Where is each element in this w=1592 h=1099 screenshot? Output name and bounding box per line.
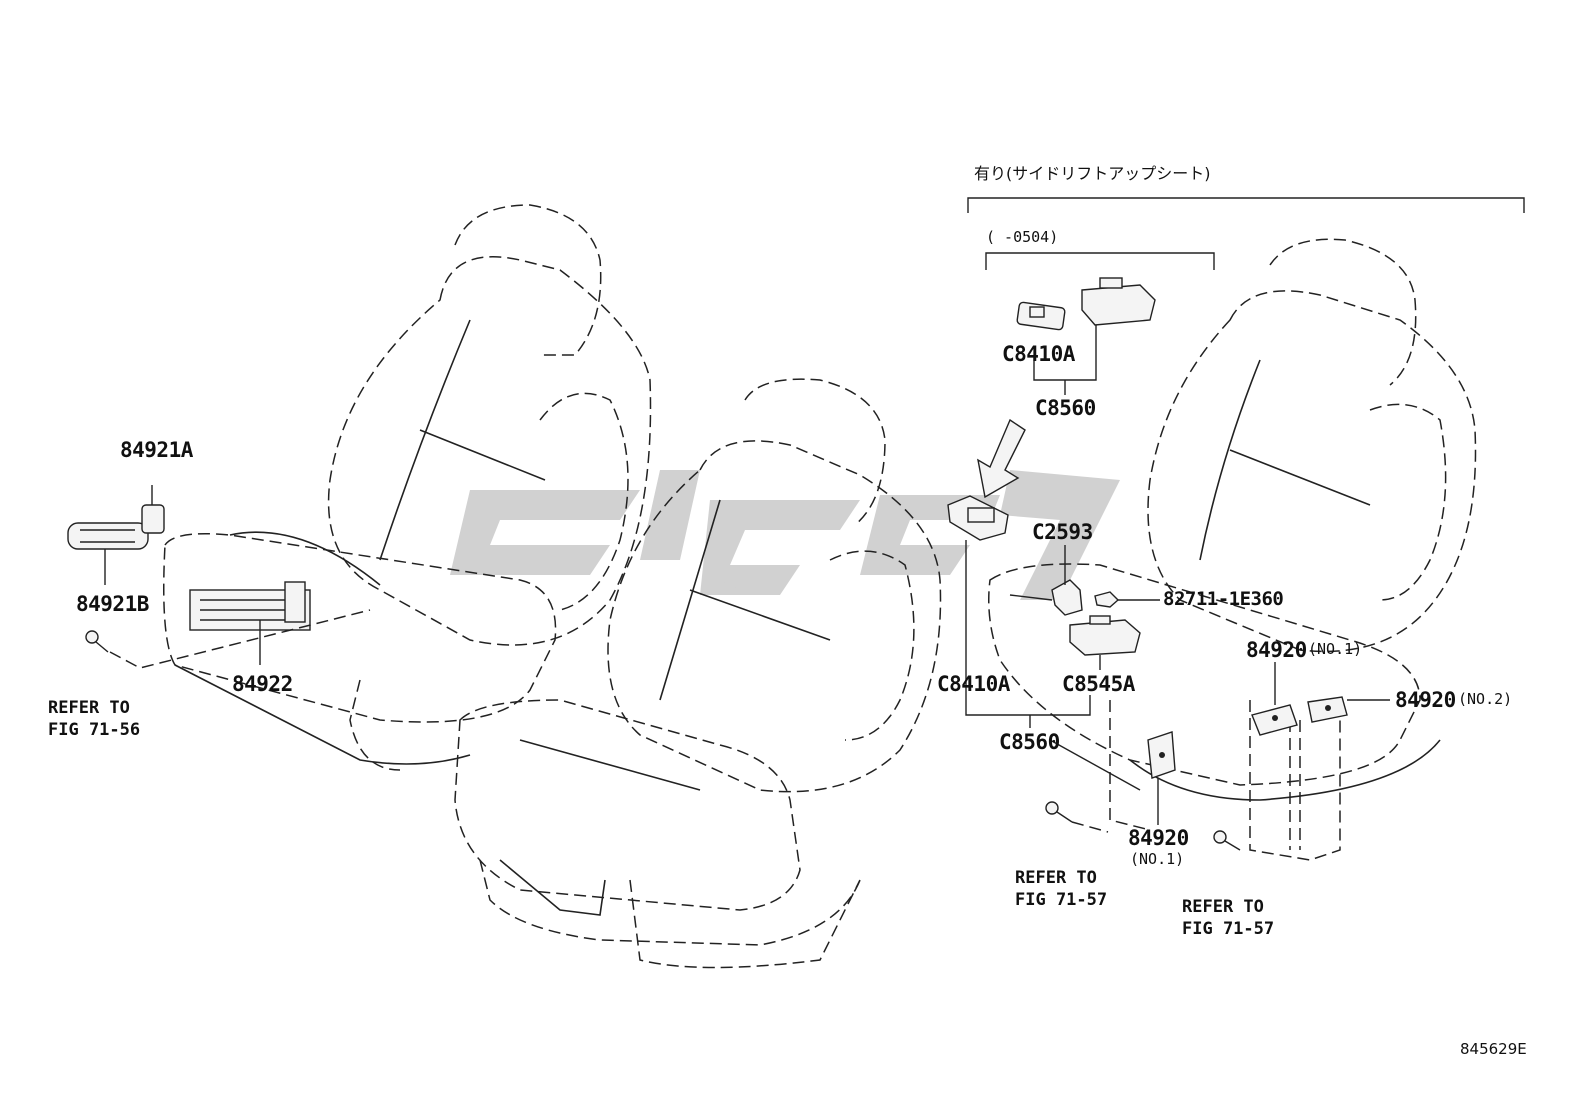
date-range-caption: ( -0504)	[986, 228, 1059, 246]
switch-icon-lower	[947, 495, 1009, 541]
bracket-icon	[189, 581, 311, 631]
part-label-84921a: 84921A	[120, 438, 193, 462]
part-note-no2: (NO.2)	[1458, 690, 1513, 708]
bracket-icon-84920-b	[1307, 696, 1348, 723]
switch-icon	[67, 504, 165, 550]
refer-to-label-mid: REFER TO FIG 71-57	[1015, 868, 1108, 910]
bolt-icon-right	[1213, 830, 1241, 851]
part-label-84920-no2: 84920	[1395, 688, 1456, 712]
bracket-icon-top	[967, 197, 1525, 270]
part-label-c2593: C2593	[1032, 520, 1093, 544]
connector-icon	[1094, 591, 1120, 608]
seat-outline-right	[988, 238, 1477, 861]
part-label-c8410a-bottom: C8410A	[937, 672, 1010, 696]
part-label-c8545a: C8545A	[1062, 672, 1135, 696]
refer-to-label-right: REFER TO FIG 71-57	[1182, 897, 1275, 939]
module-icon	[1069, 615, 1141, 656]
part-label-c8560-top: C8560	[1035, 396, 1096, 420]
bracket-icon-84920-c	[1147, 731, 1176, 779]
part-note-no1-bottom: (NO.1)	[1130, 850, 1185, 868]
bracket-icon-84920-a	[1251, 704, 1298, 736]
bolt-icon	[85, 630, 109, 653]
part-label-84922: 84922	[232, 672, 293, 696]
part-label-82711: 82711-1E360	[1163, 588, 1284, 610]
variant-caption: 有り(サイドリフトアップシート)	[974, 164, 1211, 183]
module-icon-top	[1081, 277, 1156, 326]
bolt-icon-mid	[1045, 801, 1073, 823]
part-label-c8410a-top: C8410A	[1002, 342, 1075, 366]
part-label-84921b: 84921B	[76, 592, 149, 616]
switch-icon-top	[1016, 301, 1066, 331]
part-note-no1-right: (NO.1)	[1308, 640, 1363, 658]
part-label-84920-no1-right: 84920	[1246, 638, 1307, 662]
part-label-c8560-bottom: C8560	[999, 730, 1060, 754]
watermark-logo	[450, 470, 1120, 600]
figure-id: 845629E	[1460, 1040, 1527, 1058]
part-label-84920-no1-bottom: 84920	[1128, 826, 1189, 850]
bracket-icon-c2593	[1051, 579, 1083, 616]
arrow-icon	[977, 418, 1026, 499]
refer-to-label-left: REFER TO FIG 71-56	[48, 698, 141, 740]
seat-outline-center	[454, 378, 942, 969]
